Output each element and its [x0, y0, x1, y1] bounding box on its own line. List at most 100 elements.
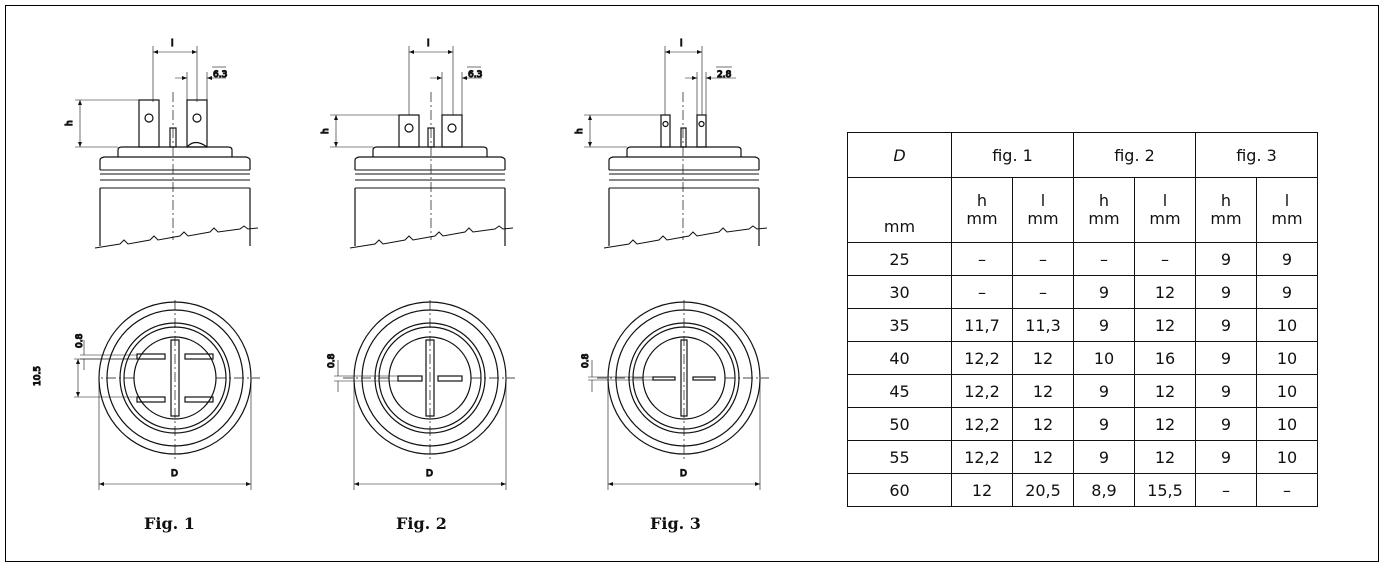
fig2-top-view — [334, 300, 515, 490]
table-cell-diameter: 60 — [847, 473, 952, 507]
table-cell: 9 — [1256, 242, 1318, 276]
table-cell: 20,5 — [1012, 473, 1074, 507]
table-cell-diameter: 25 — [847, 242, 952, 276]
table-cell: 12,2 — [951, 341, 1013, 375]
table-cell: 12 — [1134, 275, 1196, 309]
fig3-dim-top: 0.8 — [581, 353, 591, 368]
header-group-fig3: fig. 3 — [1195, 132, 1318, 178]
fig1-caption: Fig. 1 — [144, 514, 195, 533]
table-cell-diameter: 45 — [847, 374, 952, 408]
table-cell: 9 — [1195, 374, 1257, 408]
table-cell-diameter: 50 — [847, 407, 952, 441]
table-cell: 10 — [1256, 341, 1318, 375]
table-cell-diameter: 35 — [847, 308, 952, 342]
fig3-dim-l: l — [680, 39, 683, 49]
fig2-side-view — [330, 46, 514, 249]
technical-drawings: l 6.3 h 0.8 10.5 D — [32, 38, 769, 490]
fig3-dim-h: h — [575, 128, 585, 134]
page-frame — [5, 5, 1379, 562]
table-cell: 15,5 — [1134, 473, 1196, 507]
fig1-dim-top: 0.8 — [75, 333, 85, 348]
table-cell: 9 — [1195, 440, 1257, 474]
table-cell: 9 — [1073, 440, 1135, 474]
table-cell: 12,2 — [951, 440, 1013, 474]
table-cell: – — [951, 242, 1013, 276]
table-cell: – — [1073, 242, 1135, 276]
header-group-fig1: fig. 1 — [951, 132, 1074, 178]
table-cell: 11,3 — [1012, 308, 1074, 342]
table-cell: – — [1012, 275, 1074, 309]
fig1-dim-tab: 6.3 — [213, 70, 227, 80]
table-cell: 10 — [1256, 407, 1318, 441]
table-cell: 12,2 — [951, 374, 1013, 408]
table-cell: 12 — [1012, 374, 1074, 408]
fig1-top-view — [74, 300, 260, 490]
table-cell-diameter: 40 — [847, 341, 952, 375]
table-cell: 9 — [1073, 374, 1135, 408]
fig1-dim-d: D — [171, 469, 178, 479]
table-cell: 9 — [1256, 275, 1318, 309]
fig2-caption: Fig. 2 — [396, 514, 447, 533]
table-cell: 12 — [1134, 440, 1196, 474]
table-cell: 12 — [1134, 407, 1196, 441]
table-header-row: D fig. 1 fig. 2 fig. 3 — [847, 132, 1318, 178]
table-cell: 10 — [1256, 440, 1318, 474]
table-cell: 9 — [1195, 242, 1257, 276]
fig2-dim-d: D — [426, 469, 433, 479]
table-cell: 10 — [1256, 308, 1318, 342]
table-cell: 9 — [1195, 308, 1257, 342]
table-cell: – — [1195, 473, 1257, 507]
table-cell: 9 — [1195, 275, 1257, 309]
fig1-dim-h: h — [65, 120, 75, 126]
table-cell: 12 — [1012, 440, 1074, 474]
fig1-dim-l: l — [171, 39, 174, 49]
header-group-fig2: fig. 2 — [1073, 132, 1196, 178]
table-cell: 16 — [1134, 341, 1196, 375]
table-cell-diameter: 30 — [847, 275, 952, 309]
fig2-dim-h: h — [321, 128, 331, 134]
table-cell: – — [951, 275, 1013, 309]
fig3-side-view — [584, 46, 768, 249]
table-cell: 9 — [1073, 407, 1135, 441]
table-cell: – — [1256, 473, 1318, 507]
table-cell: 10 — [1073, 341, 1135, 375]
table-cell: – — [1012, 242, 1074, 276]
fig3-top-view — [588, 300, 769, 490]
table-cell: 12 — [951, 473, 1013, 507]
fig3-dim-tab: 2.8 — [717, 70, 732, 80]
fig2-dim-top: 0.8 — [327, 353, 337, 368]
table-cell: 9 — [1195, 341, 1257, 375]
table-cell-diameter: 55 — [847, 440, 952, 474]
fig2-dim-l: l — [427, 39, 430, 49]
header-d: D — [847, 132, 952, 178]
table-cell: 9 — [1195, 407, 1257, 441]
fig3-caption: Fig. 3 — [650, 514, 701, 533]
table-cell: 9 — [1073, 308, 1135, 342]
table-cell: 11,7 — [951, 308, 1013, 342]
fig3-dim-d: D — [680, 469, 687, 479]
table-cell: 12 — [1012, 341, 1074, 375]
table-cell: 12,2 — [951, 407, 1013, 441]
table-cell: 12 — [1134, 374, 1196, 408]
fig2-dim-tab: 6.3 — [468, 70, 482, 80]
table-cell: 12 — [1012, 407, 1074, 441]
table-cell: 12 — [1134, 308, 1196, 342]
table-cell: 10 — [1256, 374, 1318, 408]
table-cell: – — [1134, 242, 1196, 276]
